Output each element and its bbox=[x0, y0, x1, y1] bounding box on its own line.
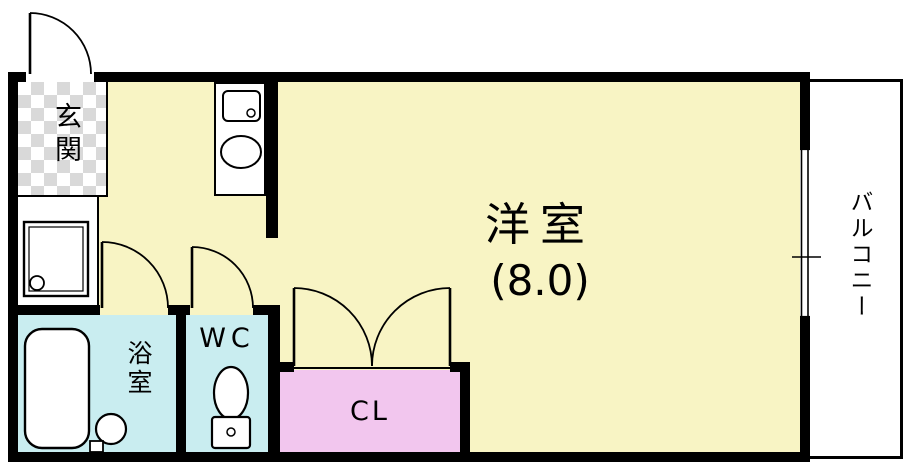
wall bbox=[266, 72, 278, 238]
entrance-door-arc bbox=[29, 12, 92, 75]
wc-door-arc bbox=[191, 246, 254, 309]
toilet-button-icon bbox=[226, 427, 236, 437]
entrance-label: 玄関 bbox=[50, 102, 81, 168]
balcony-edge bbox=[810, 79, 903, 82]
room-closet bbox=[280, 370, 460, 452]
toilet-icon bbox=[212, 365, 250, 421]
wall bbox=[460, 362, 470, 452]
closet-sill-line bbox=[294, 367, 450, 369]
wall bbox=[800, 72, 810, 148]
wall bbox=[268, 305, 280, 452]
wall bbox=[280, 362, 294, 372]
balcony-label: バルコニー bbox=[846, 190, 872, 320]
wall bbox=[94, 72, 810, 82]
closet-door-arc bbox=[293, 287, 373, 367]
wc-label: WC bbox=[199, 323, 255, 354]
entrance-step-line bbox=[18, 195, 108, 197]
wall bbox=[8, 452, 810, 462]
main-room-size: (8.0) bbox=[490, 256, 590, 305]
washer-pan-inner-line bbox=[28, 226, 84, 292]
wall bbox=[8, 72, 18, 462]
bath-drain-icon bbox=[94, 412, 128, 446]
bath-faucet-icon bbox=[89, 440, 104, 453]
drain-icon bbox=[29, 275, 45, 291]
bath-label: 浴室 bbox=[124, 340, 153, 398]
main-room-label: 洋室 bbox=[484, 198, 595, 251]
vanity-counter-icon bbox=[222, 90, 261, 122]
room-entrance-tiles bbox=[18, 82, 106, 195]
wall bbox=[168, 305, 190, 315]
wall bbox=[800, 318, 810, 462]
balcony-edge bbox=[900, 79, 903, 459]
bathtub-icon bbox=[23, 327, 91, 450]
balcony-edge bbox=[810, 456, 903, 459]
bath-door-arc bbox=[101, 241, 169, 309]
nook-partition-line bbox=[97, 197, 99, 305]
wall bbox=[8, 305, 100, 315]
closet-label: CL bbox=[350, 396, 390, 427]
wall bbox=[176, 315, 186, 452]
closet-door-arc bbox=[371, 287, 451, 367]
sink-basin-icon bbox=[220, 135, 262, 169]
vanity-faucet-icon bbox=[246, 108, 256, 118]
room-balcony bbox=[810, 81, 900, 456]
wall bbox=[253, 305, 280, 315]
entrance-step-line bbox=[106, 82, 108, 196]
